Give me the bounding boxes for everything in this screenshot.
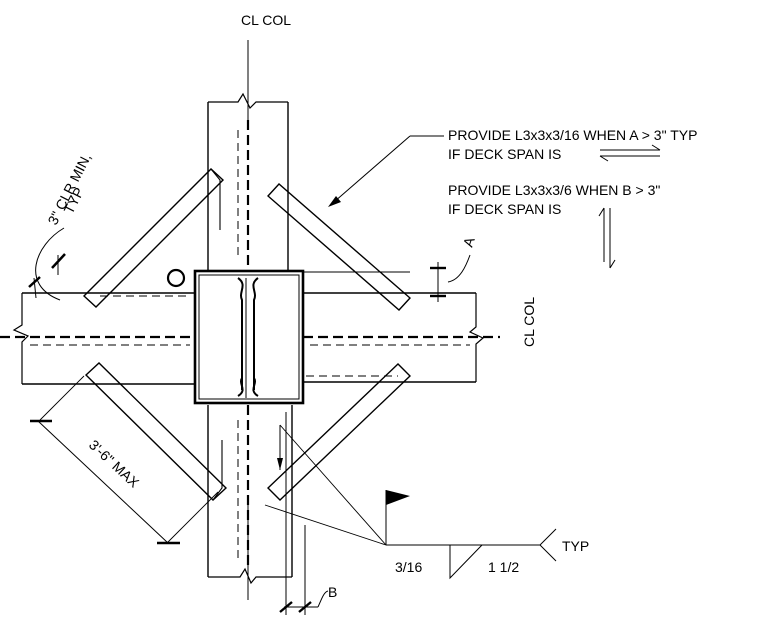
weld-length-label: 1 1/2	[488, 559, 519, 575]
central-column	[193, 269, 305, 405]
brace-top-right	[266, 183, 412, 311]
brace-bottom-right	[266, 363, 412, 501]
dimension-a	[430, 254, 471, 302]
deck-span-horizontal-arrow-icon	[599, 144, 661, 162]
max-length-dimension	[30, 375, 219, 545]
clearance-callout	[28, 227, 66, 301]
cl-col-top-label: CL COL	[241, 12, 291, 28]
dimension-a-label: A	[460, 234, 478, 248]
bottom-beam	[207, 405, 293, 585]
right-beam	[303, 292, 500, 383]
note1-line1: PROVIDE L3x3x3/16 WHEN A > 3" TYP	[448, 127, 697, 143]
dimension-b	[279, 412, 329, 615]
dimension-b-label: B	[328, 584, 337, 600]
deck-span-vertical-arrow-icon	[598, 207, 616, 269]
cl-col-right-label: CL COL	[521, 297, 537, 347]
weld-typ-label: TYP	[562, 538, 589, 554]
weld-symbol	[264, 424, 557, 580]
brace-top-left	[82, 168, 225, 308]
bolt-hole	[166, 268, 186, 288]
note2-line1: PROVIDE L3x3x3/6 WHEN B > 3"	[448, 182, 660, 198]
note-leader	[328, 135, 444, 207]
brace-bottom-left	[84, 362, 228, 501]
left-beam	[0, 292, 195, 385]
note1-line2: IF DECK SPAN IS	[448, 146, 561, 162]
weld-size-label: 3/16	[395, 559, 422, 575]
clr-min-label-line1: 3" CLR MIN,	[44, 151, 94, 228]
top-beam	[207, 92, 289, 270]
note2-line2: IF DECK SPAN IS	[448, 201, 561, 217]
field-weld-flag-icon	[386, 490, 410, 505]
max-dimension-label: 3'-6" MAX	[86, 436, 143, 491]
